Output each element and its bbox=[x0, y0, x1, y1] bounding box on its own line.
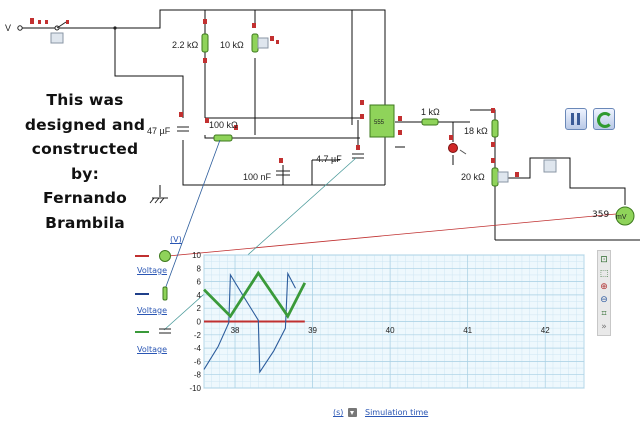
capacitor-47uf[interactable]: 47 µF bbox=[147, 112, 189, 136]
y-tick-label: -4 bbox=[194, 344, 202, 353]
capacitor-4u7[interactable]: 4.7 µF bbox=[316, 145, 364, 164]
input-switch[interactable] bbox=[30, 18, 69, 44]
x-tick-label: 42 bbox=[541, 326, 550, 335]
credit-line: This was bbox=[46, 91, 124, 109]
x-unit-selector[interactable]: (s) bbox=[333, 408, 344, 417]
meter-unit: mV bbox=[616, 214, 627, 221]
y-unit-selector[interactable]: (V) bbox=[170, 235, 182, 244]
voltmeter[interactable]: mV bbox=[615, 206, 635, 226]
pot-10k-label: 10 kΩ bbox=[220, 40, 244, 50]
pause-button[interactable] bbox=[565, 108, 587, 130]
y-tick-label: -6 bbox=[194, 357, 202, 366]
resistor-mini-icon bbox=[162, 286, 168, 301]
credit-text: This was designed and constructed by: Fe… bbox=[20, 88, 150, 235]
output-switch[interactable] bbox=[543, 159, 557, 173]
ground-symbol bbox=[149, 197, 168, 204]
y-tick-label: 10 bbox=[192, 251, 201, 260]
trace-label-2[interactable]: Voltage bbox=[137, 306, 168, 315]
credit-line: by: bbox=[71, 164, 99, 183]
probe-wires bbox=[163, 139, 617, 331]
x-axis-ticks: 38 39 40 41 42 bbox=[231, 326, 551, 335]
resistor-18k-label: 18 kΩ bbox=[464, 126, 488, 136]
zoom-out-icon[interactable]: ⊖ bbox=[600, 295, 608, 305]
y-tick-label: 6 bbox=[197, 278, 202, 287]
reload-icon bbox=[597, 112, 613, 128]
resistor-1k-label: 1 kΩ bbox=[421, 107, 440, 117]
y-tick-label: -10 bbox=[189, 384, 201, 393]
capacitor-4u7-label: 4.7 µF bbox=[316, 154, 342, 164]
x-tick-label: 38 bbox=[231, 326, 240, 335]
resistor-2k2[interactable]: 2.2 kΩ bbox=[172, 19, 209, 63]
ic-label: 555 bbox=[374, 120, 385, 126]
capacitor-100nf-label: 100 nF bbox=[243, 172, 272, 182]
led[interactable] bbox=[448, 135, 467, 155]
voltmeter-mini-icon bbox=[159, 250, 171, 262]
capacitor-47uf-label: 47 µF bbox=[147, 126, 171, 136]
resistor-100k[interactable]: 100 kΩ bbox=[205, 118, 238, 142]
plot-toolbar: ⊡ ⬚ ⊕ ⊖ ⌗ » bbox=[597, 250, 611, 336]
y-tick-label: 8 bbox=[197, 264, 202, 273]
potentiometer-10k[interactable]: 10 kΩ bbox=[220, 23, 279, 53]
chevron-down-icon[interactable] bbox=[348, 408, 357, 417]
y-tick-label: 0 bbox=[197, 318, 202, 327]
zoom-in-icon[interactable]: ⊕ bbox=[600, 282, 608, 292]
resistor-18k[interactable]: 18 kΩ bbox=[464, 108, 499, 147]
x-axis-label[interactable]: Simulation time bbox=[365, 408, 429, 417]
series-layer bbox=[203, 270, 307, 374]
input-source: V bbox=[5, 23, 117, 33]
trace-label-3[interactable]: Voltage bbox=[137, 345, 168, 354]
potentiometer-20k[interactable]: 20 kΩ bbox=[461, 158, 519, 187]
zoom-fit-icon[interactable]: ⊡ bbox=[600, 255, 608, 265]
y-tick-label: 4 bbox=[197, 291, 202, 300]
y-tick-label: -2 bbox=[194, 331, 202, 340]
resistor-1k[interactable]: 1 kΩ bbox=[421, 107, 440, 126]
capacitor-100nf[interactable]: 100 nF bbox=[243, 158, 290, 182]
timer-ic-555[interactable]: 555 bbox=[360, 100, 402, 138]
select-region-icon[interactable]: ⬚ bbox=[599, 269, 609, 279]
pot-20k-label: 20 kΩ bbox=[461, 172, 485, 182]
crop-icon[interactable]: ⌗ bbox=[601, 309, 607, 319]
expand-icon[interactable]: » bbox=[601, 322, 607, 332]
resistor-2k2-label: 2.2 kΩ bbox=[172, 40, 199, 50]
credit-line: designed and bbox=[24, 115, 146, 134]
y-axis-ticks: 10 8 6 4 2 0 -2 -4 -6 -8 -10 bbox=[189, 251, 201, 393]
credit-line: constructed bbox=[31, 140, 139, 158]
series-line-3 bbox=[203, 270, 307, 319]
series-line-2 bbox=[203, 271, 296, 374]
credit-line: Fernando bbox=[43, 189, 127, 207]
x-tick-label: 39 bbox=[308, 326, 317, 335]
trace-legend bbox=[135, 250, 171, 334]
source-label: V bbox=[5, 23, 11, 33]
reload-button[interactable] bbox=[593, 108, 615, 130]
y-tick-label: -8 bbox=[194, 371, 202, 380]
trace-label-1[interactable]: Voltage bbox=[137, 266, 168, 275]
x-tick-label: 40 bbox=[386, 326, 395, 335]
y-tick-label: 2 bbox=[197, 304, 202, 313]
x-tick-label: 41 bbox=[463, 326, 472, 335]
credit-line: Brambila bbox=[45, 213, 125, 232]
meter-readout: 359 bbox=[592, 210, 610, 220]
resistor-100k-label: 100 kΩ bbox=[209, 120, 238, 130]
